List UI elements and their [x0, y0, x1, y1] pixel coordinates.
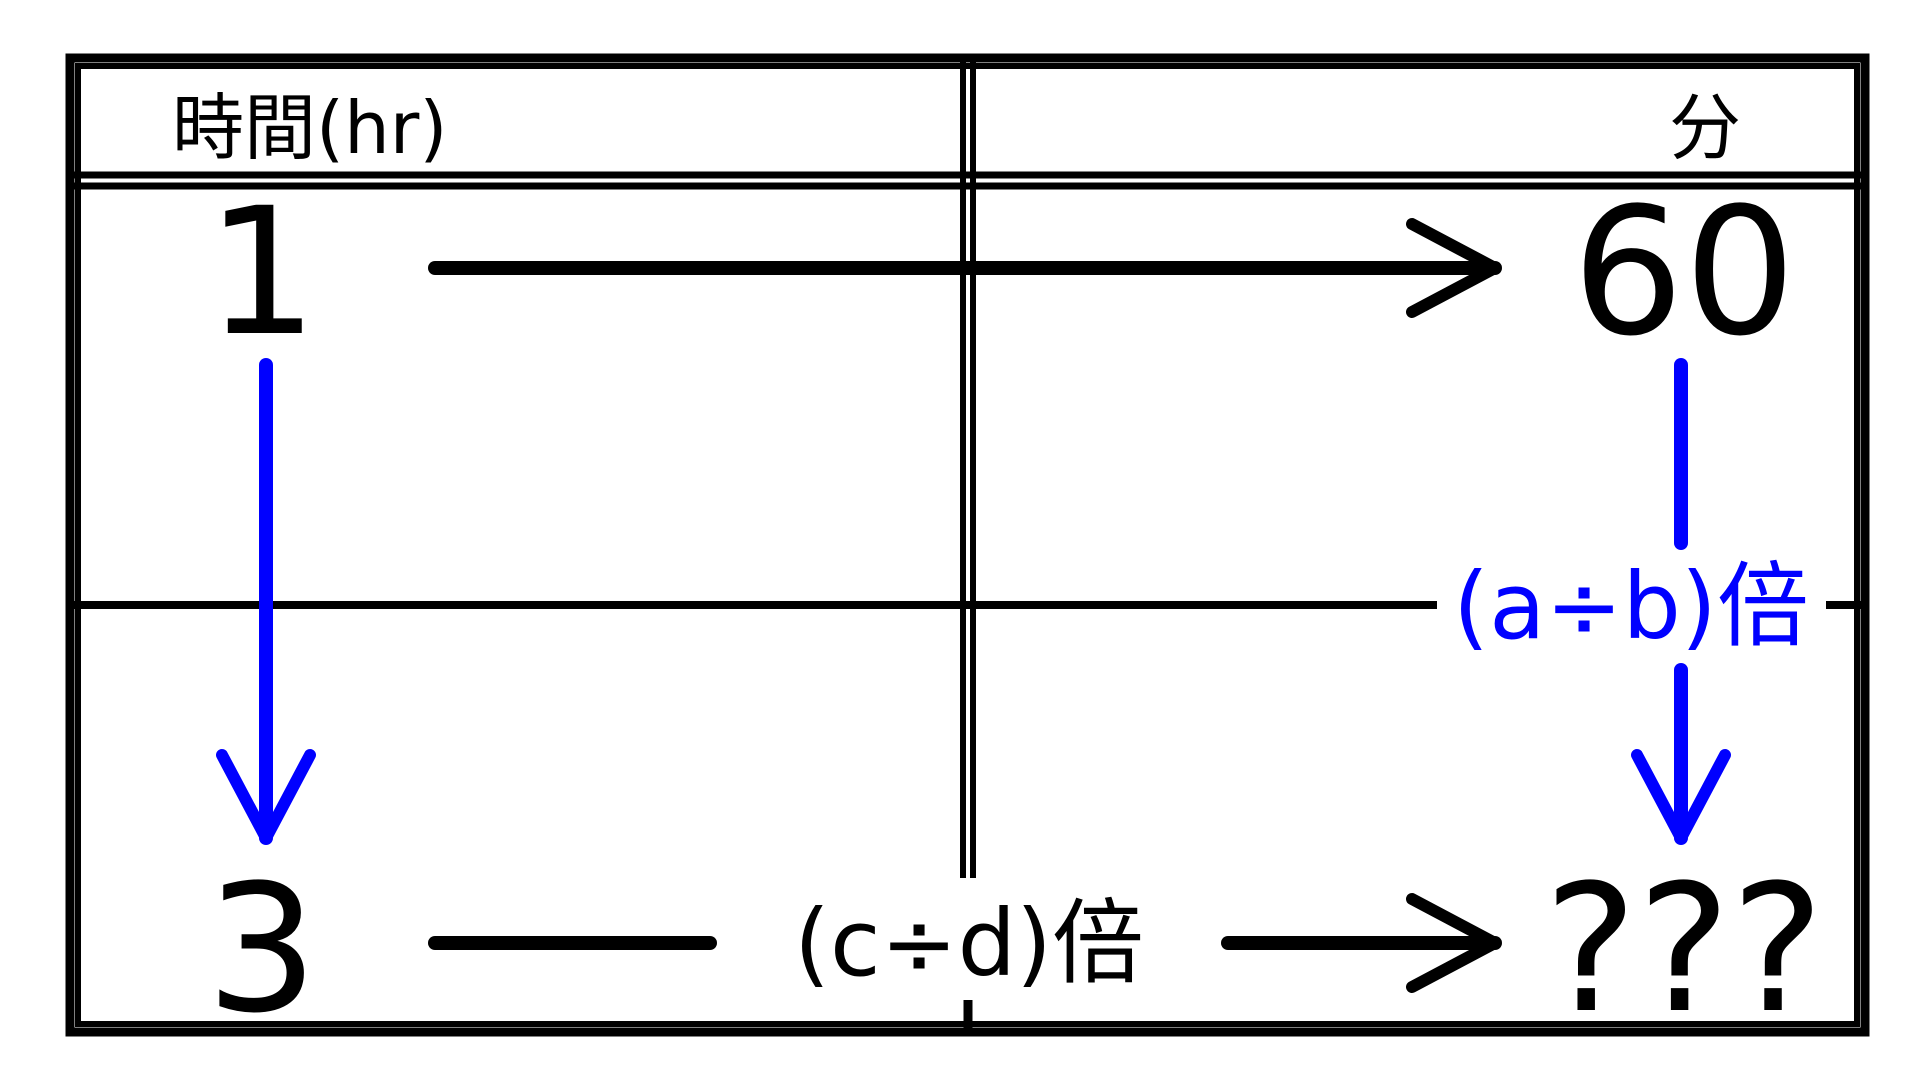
horizontal-factor-label: (c÷d)倍 [794, 890, 1144, 997]
row1-hour-value: 1 [206, 170, 318, 375]
bottom-arrow [428, 893, 1502, 993]
row2-minute-value: ??? [1544, 847, 1824, 1052]
vertical-factor-label: (a÷b)倍 [1453, 553, 1809, 660]
header-time-label: 時間(hr) [172, 86, 447, 170]
row2-hour-value: 3 [206, 847, 318, 1052]
header-minute-label: 分 [1669, 86, 1741, 170]
top-arrow [428, 218, 1502, 318]
right-blue-arrow [1631, 358, 1731, 845]
left-blue-arrow [216, 358, 316, 845]
row1-minute-value: 60 [1572, 170, 1796, 375]
